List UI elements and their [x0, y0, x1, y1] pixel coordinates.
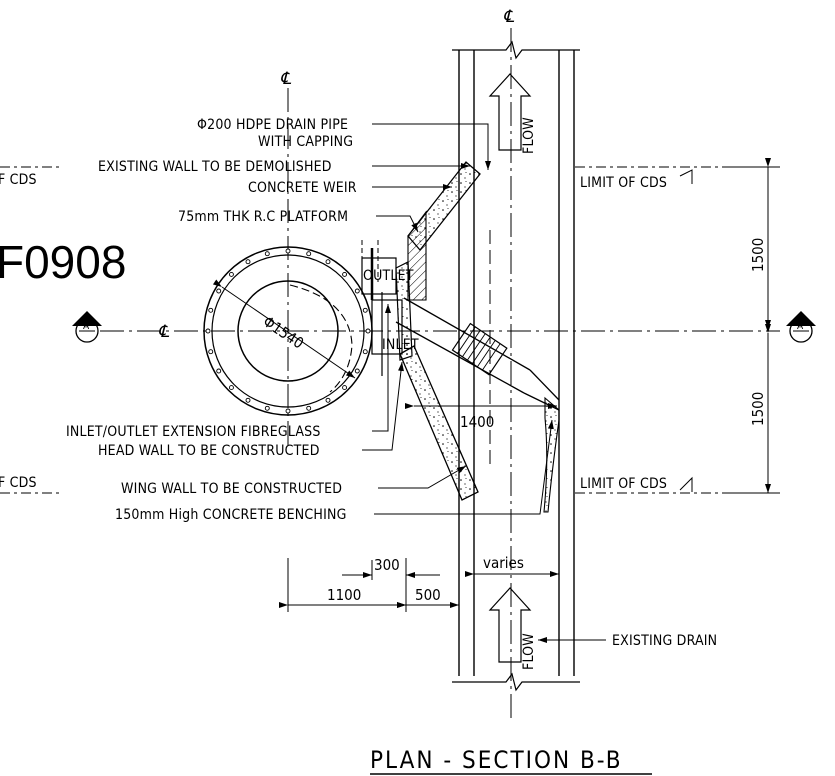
- bolt-hole: [306, 405, 312, 411]
- flow-arrow-bottom: [488, 587, 532, 663]
- bolt-hole: [228, 385, 234, 391]
- bolt-hole: [354, 368, 360, 374]
- flow-label-top: FLOW: [521, 117, 537, 154]
- section-marker-left: [72, 311, 102, 343]
- label-benching: 150mm High CONCRETE BENCHING: [115, 507, 347, 523]
- drawing-id: F0908: [0, 236, 126, 288]
- limit-cds-left-bottom: F CDS: [0, 475, 37, 491]
- bolt-hole: [285, 248, 291, 254]
- dimension-300: 300: [374, 556, 400, 574]
- existing-drain: [452, 40, 580, 692]
- diameter-dimension-line: [212, 279, 356, 379]
- bolt-hole: [325, 397, 331, 403]
- dimension-1100: 1100: [327, 586, 361, 604]
- label-inlet-outlet-extension: INLET/OUTLET EXTENSION FIBREGLASS: [66, 424, 321, 440]
- dimension-500: 500: [415, 586, 441, 604]
- bolt-hole: [208, 349, 214, 355]
- section-marker-right-letter: A: [797, 321, 804, 332]
- dimension-varies: varies: [483, 554, 524, 572]
- limit-cds-left-top: F CDS: [0, 172, 37, 188]
- label-concrete-weir: CONCRETE WEIR: [248, 180, 357, 196]
- dimension-1500-bottom: 1500: [749, 392, 767, 426]
- section-marker-right: [786, 311, 816, 343]
- centerlines: [0, 28, 780, 722]
- bottom-dimensions: [279, 558, 559, 612]
- bolt-hole: [306, 251, 312, 257]
- limit-cds-right-bottom: LIMIT OF CDS: [580, 476, 667, 492]
- leader-lines: [362, 123, 606, 643]
- limit-cds-right-top: LIMIT OF CDS: [580, 175, 667, 191]
- label-existing-wall: EXISTING WALL TO BE DEMOLISHED: [98, 159, 332, 175]
- outlet-label: OUTLET: [363, 268, 414, 284]
- label-drain-pipe: Φ200 HDPE DRAIN PIPE: [197, 117, 348, 133]
- bolt-hole: [365, 328, 371, 334]
- label-headwall: HEAD WALL TO BE CONSTRUCTED: [98, 443, 320, 459]
- bolt-hole: [325, 259, 331, 265]
- bolt-hole: [245, 397, 251, 403]
- bolt-hole: [205, 328, 211, 334]
- bolt-hole: [342, 385, 348, 391]
- bolt-hole: [285, 408, 291, 414]
- chamber-diameter-label: Φ1540: [260, 312, 307, 352]
- drawing-title: PLAN - SECTION B-B: [370, 746, 623, 774]
- dimension-1400-label: 1400: [460, 413, 494, 431]
- wing-walls: [395, 297, 560, 513]
- bolt-hole: [362, 349, 368, 355]
- bolt-hole: [228, 271, 234, 277]
- bolt-hole: [264, 251, 270, 257]
- centerline-symbol-horizontal: ℄: [158, 322, 170, 342]
- limit-marker-top: [679, 169, 693, 184]
- bolt-hole: [264, 405, 270, 411]
- bolt-hole: [216, 368, 222, 374]
- dimension-1500-stack: [730, 158, 780, 494]
- centerline-symbol-chamber: ℄: [280, 69, 292, 89]
- dimension-1500-top: 1500: [749, 238, 767, 272]
- flow-arrow-top: [488, 73, 532, 151]
- bolt-hole: [208, 307, 214, 313]
- inlet-outlet-structure: [361, 161, 481, 376]
- bolt-hole: [362, 307, 368, 313]
- label-rc-platform: 75mm THK R.C PLATFORM: [178, 209, 348, 225]
- bolt-hole: [216, 288, 222, 294]
- label-wing-wall: WING WALL TO BE CONSTRUCTED: [121, 481, 342, 497]
- bolt-hole: [354, 288, 360, 294]
- section-marker-left-letter: A: [83, 321, 90, 332]
- centerline-symbol-top: ℄: [503, 7, 515, 27]
- flow-label-bottom: FLOW: [521, 633, 537, 670]
- bolt-hole: [342, 271, 348, 277]
- label-existing-drain: EXISTING DRAIN: [612, 633, 717, 649]
- bolt-hole: [245, 259, 251, 265]
- label-drain-pipe-capping: WITH CAPPING: [258, 134, 353, 150]
- limit-marker-bottom: [679, 476, 693, 492]
